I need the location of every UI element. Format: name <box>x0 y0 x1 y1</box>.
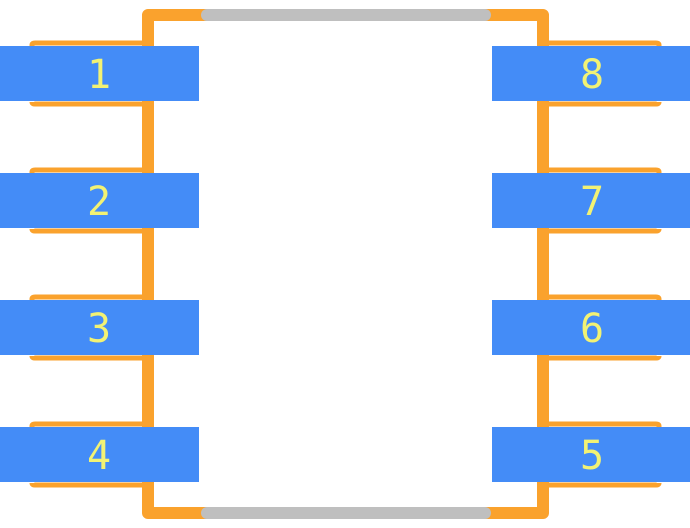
pin-5-outline <box>540 421 662 488</box>
pin-2-outline <box>29 167 151 234</box>
pin-1-label: 1 <box>87 52 111 98</box>
pin-1-outline <box>29 40 151 107</box>
pin-6: 6 <box>492 294 690 361</box>
pin-8-label: 8 <box>580 52 604 98</box>
pin-4-pad <box>0 427 199 482</box>
pin-5-pad <box>492 427 690 482</box>
pin-6-outline <box>540 294 662 361</box>
pin-5-label: 5 <box>580 433 604 479</box>
pin-8: 8 <box>492 40 690 107</box>
pin-1: 1 <box>0 40 199 107</box>
pin-4-outline <box>29 421 151 488</box>
pin-8-outline <box>540 40 662 107</box>
pin-7-pad <box>492 173 690 228</box>
pin-2: 2 <box>0 167 199 234</box>
pin-6-pad <box>492 300 690 355</box>
pin-7-label: 7 <box>580 179 604 225</box>
pin-2-label: 2 <box>87 179 111 225</box>
pin-7: 7 <box>492 167 690 234</box>
pin-3-label: 3 <box>87 306 111 352</box>
pin-4: 4 <box>0 421 199 488</box>
pin-8-pad <box>492 46 690 101</box>
pin-1-pad <box>0 46 199 101</box>
pin-3: 3 <box>0 294 199 361</box>
pin-2-pad <box>0 173 199 228</box>
pin-3-outline <box>29 294 151 361</box>
pin-3-pad <box>0 300 199 355</box>
pin-7-outline <box>540 167 662 234</box>
pin-4-label: 4 <box>87 433 111 479</box>
pin-5: 5 <box>492 421 690 488</box>
package-body-outline <box>142 9 549 519</box>
pin-6-label: 6 <box>580 306 604 352</box>
